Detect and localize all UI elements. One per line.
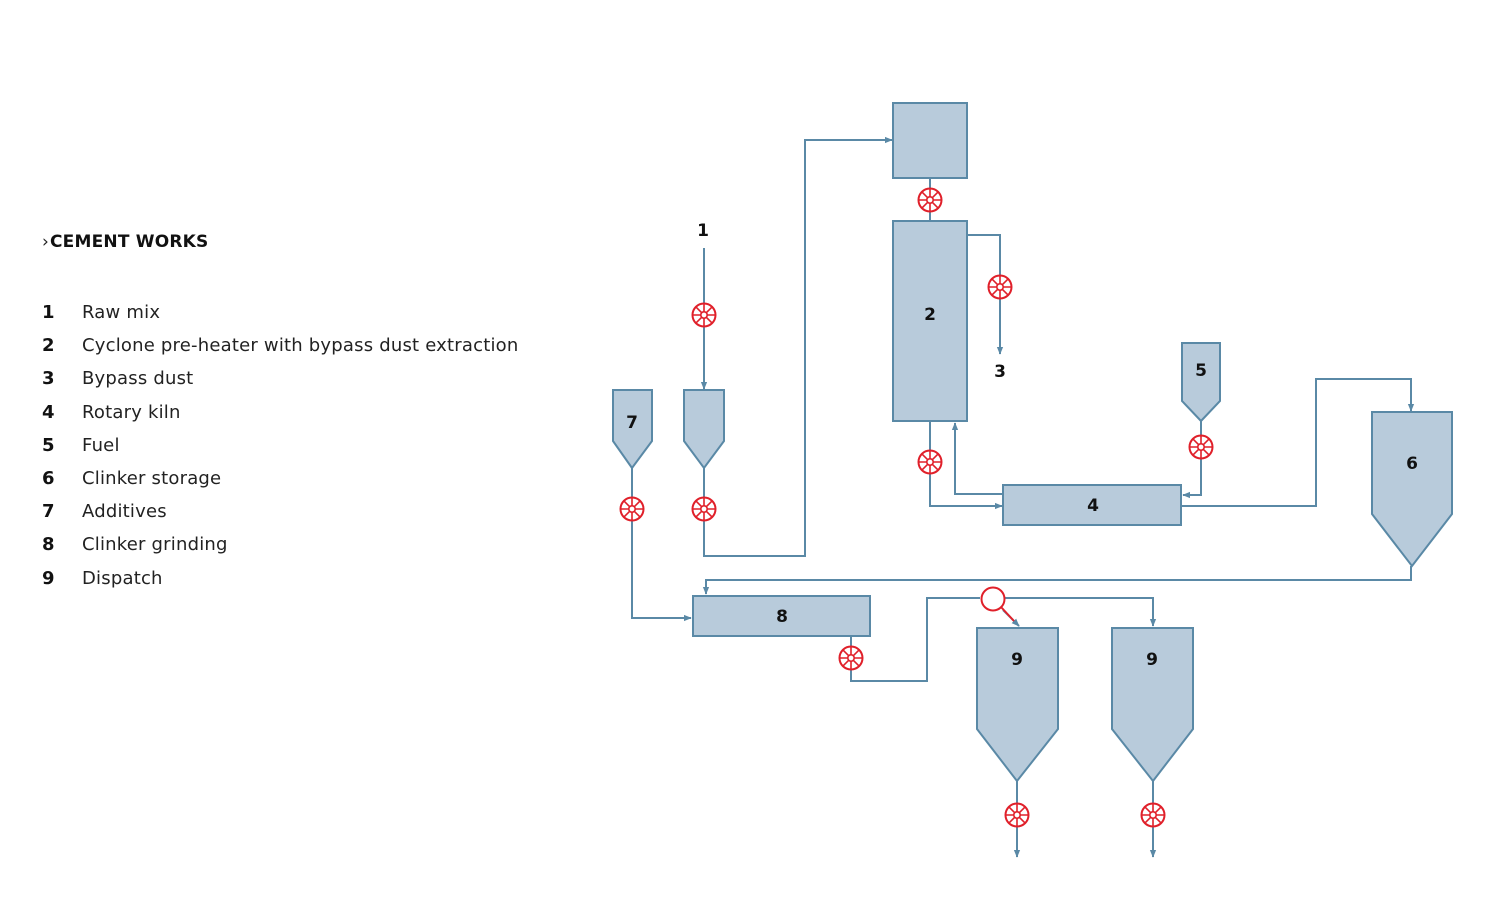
legend-number: 7 bbox=[42, 501, 55, 523]
dispatch-silo-a bbox=[976, 627, 1059, 783]
preheater-vessel bbox=[892, 220, 968, 422]
legend-number: 8 bbox=[42, 534, 55, 556]
legend-item: 8 Clinker grinding bbox=[42, 528, 602, 561]
title-text: CEMENT WORKS bbox=[50, 232, 209, 252]
legend-number: 6 bbox=[42, 468, 55, 490]
legend-number: 3 bbox=[42, 368, 55, 390]
legend-number: 4 bbox=[42, 401, 55, 423]
legend-label: Bypass dust bbox=[82, 368, 194, 390]
clinker-storage-silo bbox=[1371, 411, 1453, 568]
rotary-valve-icon bbox=[917, 187, 943, 213]
legend-number: 5 bbox=[42, 434, 55, 456]
label-preheater: 2 bbox=[924, 305, 936, 325]
label-kiln: 4 bbox=[1087, 496, 1099, 516]
legend-item: 2 Cyclone pre-heater with bypass dust ext… bbox=[42, 329, 602, 362]
legend-item: 6 Clinker storage bbox=[42, 462, 602, 495]
flow-line-kiln-to-preheater bbox=[951, 422, 1004, 495]
legend-label: Additives bbox=[82, 501, 167, 523]
label-clinker-grinding: 8 bbox=[776, 607, 788, 627]
vessels bbox=[612, 102, 1453, 783]
label-additives: 7 bbox=[626, 413, 638, 433]
rotary-valve-icon bbox=[1004, 802, 1030, 828]
raw-mix-silo bbox=[683, 389, 725, 470]
label-bypass-dust: 3 bbox=[994, 362, 1006, 382]
legend-item: 4 Rotary kiln bbox=[42, 396, 602, 429]
legend-label: Dispatch bbox=[82, 567, 163, 589]
legend-label: Clinker grinding bbox=[82, 534, 228, 556]
legend-list: 1 Raw mix 2 Cyclone pre-heater with bypass… bbox=[42, 296, 602, 595]
rotary-valve-icon bbox=[619, 496, 645, 522]
rotary-valve-icon bbox=[987, 274, 1013, 300]
legend-label: Cyclone pre-heater with bypass dust extr… bbox=[82, 335, 519, 357]
legend-item: 7 Additives bbox=[42, 495, 602, 528]
legend-label: Clinker storage bbox=[82, 468, 222, 490]
legend-item: 3 Bypass dust bbox=[42, 362, 602, 395]
rotary-valve-icon bbox=[838, 645, 864, 671]
label-dispatch-a: 9 bbox=[1011, 650, 1023, 670]
label-clinker-storage: 6 bbox=[1406, 454, 1418, 474]
legend-label: Rotary kiln bbox=[82, 401, 181, 423]
legend-number: 9 bbox=[42, 567, 55, 589]
diagram-labels: 1 2 3 4 5 6 7 8 9 9 bbox=[626, 221, 1418, 670]
rotary-valve-icon bbox=[1140, 802, 1166, 828]
legend-item: 9 Dispatch bbox=[42, 562, 602, 595]
rotary-valve-icon bbox=[1188, 434, 1214, 460]
label-dispatch-b: 9 bbox=[1146, 650, 1158, 670]
legend-number: 2 bbox=[42, 335, 55, 357]
valves bbox=[619, 187, 1214, 828]
legend-title: › CEMENT WORKS bbox=[42, 232, 208, 252]
flow-line-to-preheater bbox=[703, 136, 893, 557]
flow-line-additives-to-grinding bbox=[631, 468, 692, 622]
legend-item: 5 Fuel bbox=[42, 429, 602, 462]
label-fuel: 5 bbox=[1195, 361, 1207, 381]
rotary-valve-icon bbox=[691, 496, 717, 522]
rotary-valve-icon bbox=[917, 449, 943, 475]
legend-number: 1 bbox=[42, 302, 55, 324]
kiln-vessel bbox=[1002, 484, 1182, 526]
label-raw-mix: 1 bbox=[697, 221, 709, 241]
fuel-silo bbox=[1181, 342, 1221, 423]
additives-silo bbox=[612, 389, 653, 470]
flow-line-bypass-dust bbox=[968, 234, 1004, 355]
flow-line-storage-to-grinding bbox=[702, 566, 1412, 595]
chevron-right-icon: › bbox=[42, 232, 49, 252]
legend: › CEMENT WORKS 1 Raw mix 2 Cyclone pre-hea… bbox=[42, 232, 518, 589]
grinding-vessel bbox=[692, 595, 871, 637]
flow-line-to-dispatch-b bbox=[1004, 597, 1157, 627]
cyclone-top-box bbox=[892, 102, 968, 179]
legend-label: Raw mix bbox=[82, 302, 161, 324]
dispatch-silo-b bbox=[1111, 627, 1194, 783]
legend-item: 1 Raw mix bbox=[42, 296, 602, 329]
flow-line-preheater-to-kiln bbox=[929, 421, 1003, 510]
diverter-valve-icon bbox=[980, 586, 1015, 622]
legend-label: Fuel bbox=[82, 434, 120, 456]
rotary-valve-icon bbox=[691, 302, 717, 328]
flow-line-kiln-to-storage bbox=[1182, 378, 1415, 507]
